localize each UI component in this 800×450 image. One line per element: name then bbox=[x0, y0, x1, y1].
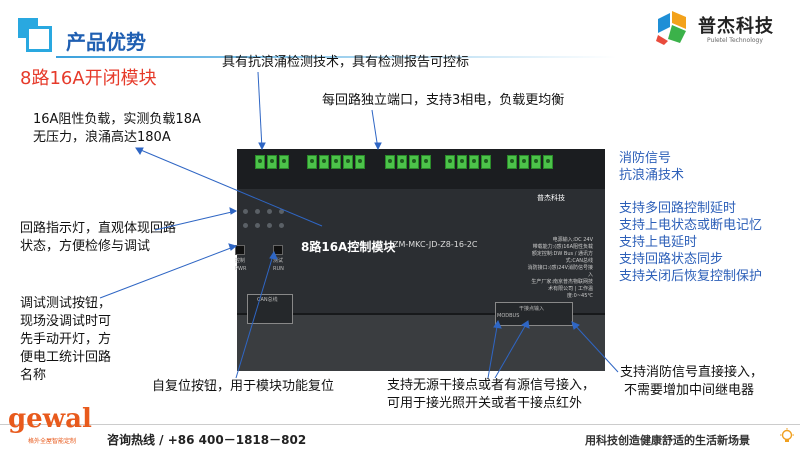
screw-terminal bbox=[481, 155, 491, 169]
screw-terminal bbox=[331, 155, 341, 169]
device-body bbox=[237, 189, 605, 313]
test-button-sublabel: RUN bbox=[273, 266, 284, 272]
feature-item: 消防信号 bbox=[619, 151, 672, 166]
annotation-anti-surge: 具有抗浪涌检测技术，具有检测报告可控标 bbox=[222, 55, 470, 70]
dry-contact-port bbox=[495, 302, 573, 326]
footer-divider bbox=[0, 424, 800, 425]
feature-item: 支持回路状态同步 bbox=[619, 252, 724, 267]
annotation-indicator-line2: 状态，方便检修与调试 bbox=[20, 239, 151, 254]
control-module-device: 控制 PWR 测试 RUN 普杰科技 8路16A控制模块 ZM-MKC-JD-Z… bbox=[235, 149, 605, 371]
device-model: ZM-MKC-JD-Z8-16-2C bbox=[393, 240, 478, 249]
puji-logo-icon bbox=[656, 11, 686, 45]
indicator-led bbox=[267, 209, 272, 214]
indicator-led bbox=[267, 223, 272, 228]
screw-terminal bbox=[543, 155, 553, 169]
annotation-indicator: 回路指示灯，直观体现回路 状态，方便检修与调试 bbox=[20, 220, 176, 256]
indicator-led bbox=[243, 223, 248, 228]
annotation-debug-line: 调试测试按钮， bbox=[20, 296, 112, 311]
annotation-fire: 支持消防信号直接接入， 不需要增加中间继电器 bbox=[620, 364, 763, 400]
annotation-debug: 调试测试按钮， 现场没调试时可 先手动开灯，方 便电工统计回路 名称 bbox=[20, 295, 111, 385]
annotation-fire-line1: 支持消防信号直接接入， bbox=[620, 365, 764, 380]
annotation-debug-line: 现场没调试时可 bbox=[20, 314, 112, 329]
lightbulb-icon bbox=[780, 428, 794, 442]
annotation-load-line2: 无压力，浪涌高达180A bbox=[33, 130, 171, 145]
screw-terminal bbox=[469, 155, 479, 169]
screw-terminal bbox=[421, 155, 431, 169]
screw-terminal bbox=[397, 155, 407, 169]
screw-terminal bbox=[409, 155, 419, 169]
company-logo-text: 普杰科技 bbox=[698, 16, 774, 37]
feature-item: 抗浪涌技术 bbox=[619, 168, 685, 183]
feature-item: 支持多回路控制延时 bbox=[619, 201, 737, 216]
annotation-load-line1: 16A阻性负载，实测负载18A bbox=[33, 112, 201, 127]
screw-terminal bbox=[519, 155, 529, 169]
company-logo-subtext: Puletel Technology bbox=[707, 37, 763, 44]
annotation-fire-line2: 不需要增加中间继电器 bbox=[624, 383, 755, 398]
annotation-independent-ports: 每回路独立端口，支持3相电，负载更均衡 bbox=[322, 93, 565, 108]
module-name: 8路16A开闭模块 bbox=[20, 68, 157, 89]
annotation-debug-line: 名称 bbox=[20, 368, 47, 383]
screw-terminal bbox=[385, 155, 395, 169]
annotation-dry-contact: 支持无源干接点或者有源信号接入， 可用于接光照开关或者干接点红外 bbox=[387, 377, 595, 413]
annotation-debug-line: 先手动开灯，方 bbox=[20, 332, 112, 347]
control-button-sublabel: PWR bbox=[235, 266, 247, 272]
screw-terminal bbox=[307, 155, 317, 169]
gewal-logo: gewal bbox=[8, 404, 92, 434]
screw-terminal bbox=[319, 155, 329, 169]
gewal-tagline: 格外全屋智能定制 bbox=[28, 438, 77, 445]
annotation-dry-contact-line2: 可用于接光照开关或者干接点红外 bbox=[387, 396, 583, 411]
test-button-label: 测试 bbox=[273, 258, 284, 264]
can-bus-label: CAN总线 bbox=[257, 297, 278, 303]
screw-terminal bbox=[255, 155, 265, 169]
spec-line: 带载能力:(感)16A阻性负载 bbox=[532, 244, 593, 250]
annotation-dry-contact-line1: 支持无源干接点或者有源信号接入， bbox=[387, 378, 596, 393]
feature-item: 支持上电状态或断电记忆 bbox=[619, 218, 763, 233]
indicator-led bbox=[243, 209, 248, 214]
screw-terminal bbox=[457, 155, 467, 169]
screw-terminal bbox=[343, 155, 353, 169]
control-button[interactable] bbox=[235, 245, 245, 255]
feature-list: 消防信号 抗浪涌技术 支持多回路控制延时 支持上电状态或断电记忆 支持上电延时 … bbox=[619, 150, 762, 285]
modbus-label: MODBUS bbox=[497, 313, 520, 319]
terminal-strip bbox=[237, 149, 605, 189]
screw-terminal bbox=[445, 155, 455, 169]
indicator-led bbox=[255, 209, 260, 214]
screw-terminal bbox=[355, 155, 365, 169]
feature-item: 支持上电延时 bbox=[619, 235, 698, 250]
device-spec: 电源输入:DC 24V 带载能力:(感)16A阻性负载 额定控制:DW Bus … bbox=[527, 237, 593, 300]
header-divider bbox=[56, 56, 616, 58]
annotation-reset: 自复位按钮，用于模块功能复位 bbox=[152, 379, 335, 394]
spec-line: 消防接口:(感)24V消防信号接入 bbox=[527, 265, 593, 278]
spec-line: 额定控制:DW Bus / 通讯方式:CAN总线 bbox=[531, 251, 593, 264]
indicator-led bbox=[279, 209, 284, 214]
dry-contact-label: 干接点输入 bbox=[519, 306, 545, 312]
footer-slogan: 用科技创造健康舒适的生活新场景 bbox=[585, 434, 750, 447]
spec-line: 电源输入:DC 24V bbox=[552, 237, 593, 243]
annotation-debug-line: 便电工统计回路 bbox=[20, 350, 112, 365]
annotation-load: 16A阻性负载，实测负载18A 无压力，浪涌高达180A bbox=[33, 111, 201, 147]
header-outline-square-icon bbox=[26, 26, 52, 52]
indicator-led bbox=[279, 223, 284, 228]
screw-terminal bbox=[531, 155, 541, 169]
screw-terminal bbox=[267, 155, 277, 169]
annotation-indicator-line1: 回路指示灯，直观体现回路 bbox=[20, 221, 177, 236]
screw-terminal bbox=[279, 155, 289, 169]
test-button[interactable] bbox=[273, 245, 283, 255]
indicator-led bbox=[255, 223, 260, 228]
feature-item: 支持关闭后恢复控制保护 bbox=[619, 269, 763, 284]
device-logo: 普杰科技 bbox=[537, 194, 565, 202]
screw-terminal bbox=[507, 155, 517, 169]
device-title: 8路16A控制模块 bbox=[301, 240, 396, 254]
spec-line: 生产厂家:南京普杰物联网技术有限公司 | 工作温度:0~45℃ bbox=[531, 279, 593, 299]
page-title: 产品优势 bbox=[66, 30, 146, 54]
can-bus-port bbox=[247, 294, 293, 324]
control-button-label: 控制 bbox=[235, 258, 246, 264]
hotline-text: 咨询热线 / +86 400－1818－802 bbox=[107, 433, 307, 447]
